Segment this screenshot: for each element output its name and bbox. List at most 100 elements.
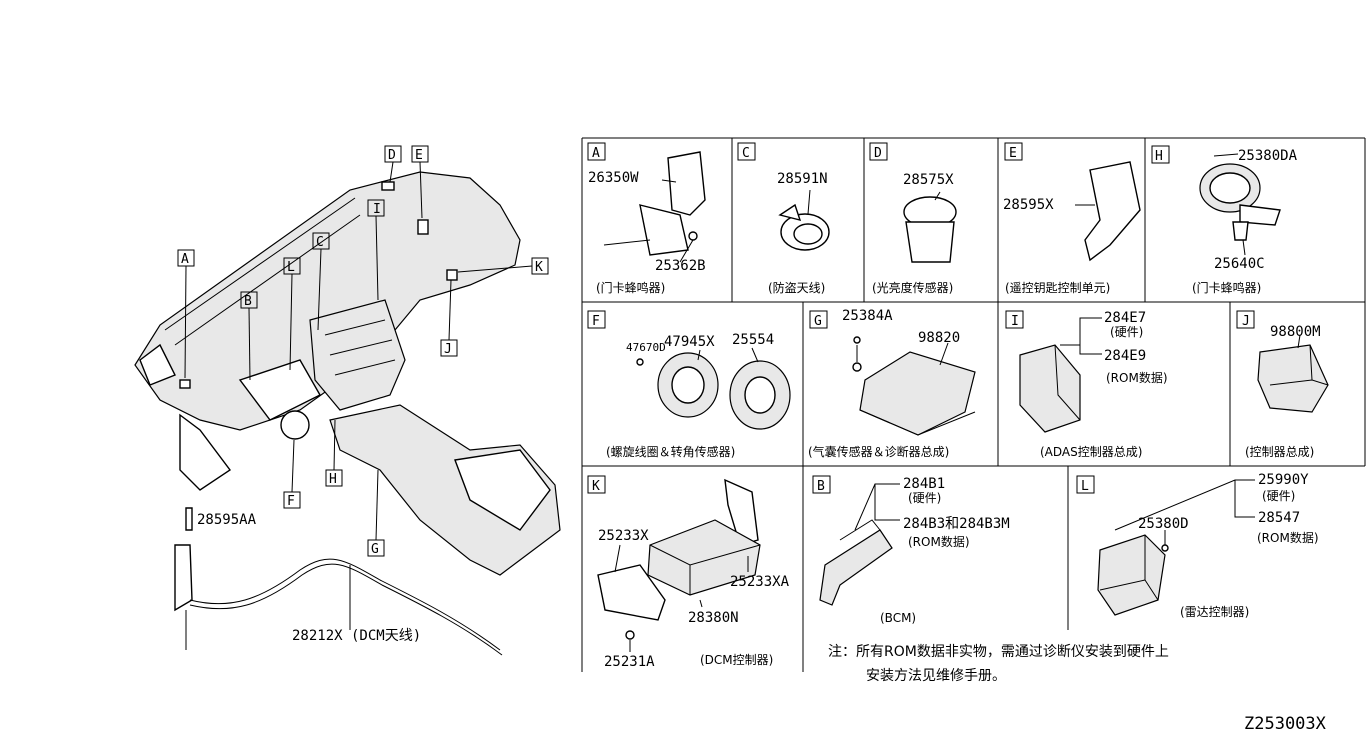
svg-text:28595X: 28595X xyxy=(1003,197,1054,213)
svg-text:(防盗天线): (防盗天线) xyxy=(768,280,825,295)
radar-controller xyxy=(1097,534,1166,616)
callout-L: L xyxy=(283,257,301,371)
center-stack xyxy=(309,299,406,411)
keyless-control-unit xyxy=(1084,161,1141,262)
bolt-icon xyxy=(625,630,635,640)
grid-frames xyxy=(581,137,1366,672)
callout-A: A xyxy=(177,249,195,379)
svg-text:(雷达控制器): (雷达控制器) xyxy=(1180,605,1249,619)
side-vent xyxy=(139,343,176,386)
svg-text:28575X: 28575X xyxy=(903,172,954,188)
svg-text:284B1: 284B1 xyxy=(903,476,945,492)
note-line-1: 注：所有ROM数据非实物，需通过诊断仪安装到硬件上 xyxy=(828,644,1169,660)
svg-text:G: G xyxy=(814,314,822,329)
svg-text:25640C: 25640C xyxy=(1214,256,1265,272)
cell-J: J 98800M (控制器总成) xyxy=(1236,310,1329,459)
glove-area xyxy=(238,359,321,421)
svg-text:C: C xyxy=(316,235,324,250)
svg-text:(ROM数据): (ROM数据) xyxy=(908,534,970,549)
screw-icon xyxy=(636,358,644,366)
cell-F: F 47945X 47670D 25554 (螺旋线圈＆转角传感器) xyxy=(587,310,791,459)
controller-assembly xyxy=(1257,344,1329,413)
svg-text:25362B: 25362B xyxy=(655,258,706,274)
part-e-marker xyxy=(417,219,429,235)
svg-text:K: K xyxy=(535,260,543,275)
svg-text:25231A: 25231A xyxy=(604,654,655,670)
svg-text:L: L xyxy=(287,260,295,275)
svg-text:(ADAS控制器总成): (ADAS控制器总成) xyxy=(1040,445,1142,459)
bcm-module xyxy=(819,529,893,606)
bolt-icon xyxy=(853,336,861,344)
svg-text:(硬件): (硬件) xyxy=(908,491,941,505)
svg-text:J: J xyxy=(444,342,452,357)
callout-H: H xyxy=(325,419,343,487)
note-line-2: 安装方法见维修手册。 xyxy=(866,668,1006,684)
cell-K: K 25233X 25233XA 28380N 25231A (DCM控制器) xyxy=(587,475,790,670)
dashboard-overview: D E I C L A B K J F H G 28595AA 28212X (… xyxy=(134,145,561,656)
cell-L: L 25990Y (硬件) 28547 (ROM数据) 25380D (雷达控制… xyxy=(1076,472,1319,619)
svg-text:(ROM数据): (ROM数据) xyxy=(1106,370,1168,385)
svg-text:A: A xyxy=(181,252,189,267)
svg-text:C: C xyxy=(742,146,750,161)
svg-text:25384A: 25384A xyxy=(842,308,893,324)
svg-text:K: K xyxy=(592,479,600,494)
svg-text:(DCM控制器): (DCM控制器) xyxy=(700,653,773,667)
svg-text:D: D xyxy=(388,148,396,163)
callout-K: K xyxy=(457,257,549,275)
svg-text:98800M: 98800M xyxy=(1270,324,1321,340)
callout-F: F xyxy=(283,439,301,509)
svg-text:26350W: 26350W xyxy=(588,170,639,186)
svg-text:J: J xyxy=(1242,314,1250,329)
rom-note: 注：所有ROM数据非实物，需通过诊断仪安装到硬件上 安装方法见维修手册。 xyxy=(828,644,1169,684)
cell-E: E 28595X (遥控钥匙控制单元) xyxy=(1003,142,1141,295)
svg-text:(硬件): (硬件) xyxy=(1262,489,1295,503)
cell-A: A 26350W 25362B (门卡蜂鸣器) xyxy=(587,142,706,295)
armrest xyxy=(454,449,551,531)
svg-text:G: G xyxy=(371,542,379,557)
callout-J: J xyxy=(440,279,458,357)
svg-text:H: H xyxy=(1155,149,1163,164)
svg-text:28547: 28547 xyxy=(1258,510,1300,526)
svg-text:25233X: 25233X xyxy=(598,528,649,544)
svg-text:(BCM): (BCM) xyxy=(880,611,916,625)
svg-text:98820: 98820 xyxy=(918,330,960,346)
callout-I: I xyxy=(367,199,385,301)
svg-text:L: L xyxy=(1081,479,1089,494)
callout-E: E xyxy=(411,145,429,219)
svg-text:25990Y: 25990Y xyxy=(1258,472,1309,488)
svg-text:(光亮度传感器): (光亮度传感器) xyxy=(872,280,953,295)
svg-text:F: F xyxy=(287,494,295,509)
svg-text:(ROM数据): (ROM数据) xyxy=(1257,530,1319,545)
cell-G: G 25384A 98820 (气囊传感器＆诊断器总成) xyxy=(808,308,976,459)
dcm-bracket-left xyxy=(597,564,666,621)
part-k-marker xyxy=(446,269,458,281)
callout-G: G xyxy=(367,469,385,557)
svg-text:47670D: 47670D xyxy=(626,341,666,354)
svg-text:(门卡蜂鸣器): (门卡蜂鸣器) xyxy=(596,280,665,295)
lower-panel-left xyxy=(179,413,232,491)
buzzer-body xyxy=(639,204,689,256)
part-d-marker xyxy=(381,181,395,191)
cell-D: D 28575X (光亮度传感器) xyxy=(869,142,957,295)
svg-text:284B3和284B3M: 284B3和284B3M xyxy=(903,516,1010,532)
svg-text:28380N: 28380N xyxy=(688,610,739,626)
cell-H: H 25380DA 25640C (门卡蜂鸣器) xyxy=(1151,145,1298,295)
adas-controller xyxy=(1019,344,1081,433)
cell-C: C 28591N (防盗天线) xyxy=(737,142,830,295)
callout-B: B xyxy=(240,291,258,381)
svg-text:A: A xyxy=(592,146,600,161)
diagram-code: Z253003X xyxy=(1244,714,1327,734)
svg-text:(气囊传感器＆诊断器总成): (气囊传感器＆诊断器总成) xyxy=(808,444,949,459)
svg-text:B: B xyxy=(817,479,825,494)
svg-text:(门卡蜂鸣器): (门卡蜂鸣器) xyxy=(1192,280,1261,295)
cell-B: B 284B1 (硬件) 284B3和284B3M (ROM数据) (BCM) xyxy=(812,475,1010,625)
svg-text:25380D: 25380D xyxy=(1138,516,1189,532)
svg-text:25554: 25554 xyxy=(732,332,774,348)
svg-text:I: I xyxy=(373,202,381,217)
svg-text:28591N: 28591N xyxy=(777,171,828,187)
svg-text:(硬件): (硬件) xyxy=(1110,325,1143,339)
airbag-sensor-unit xyxy=(859,351,976,436)
dcm-antenna xyxy=(174,507,503,656)
svg-text:25380DA: 25380DA xyxy=(1238,148,1298,164)
